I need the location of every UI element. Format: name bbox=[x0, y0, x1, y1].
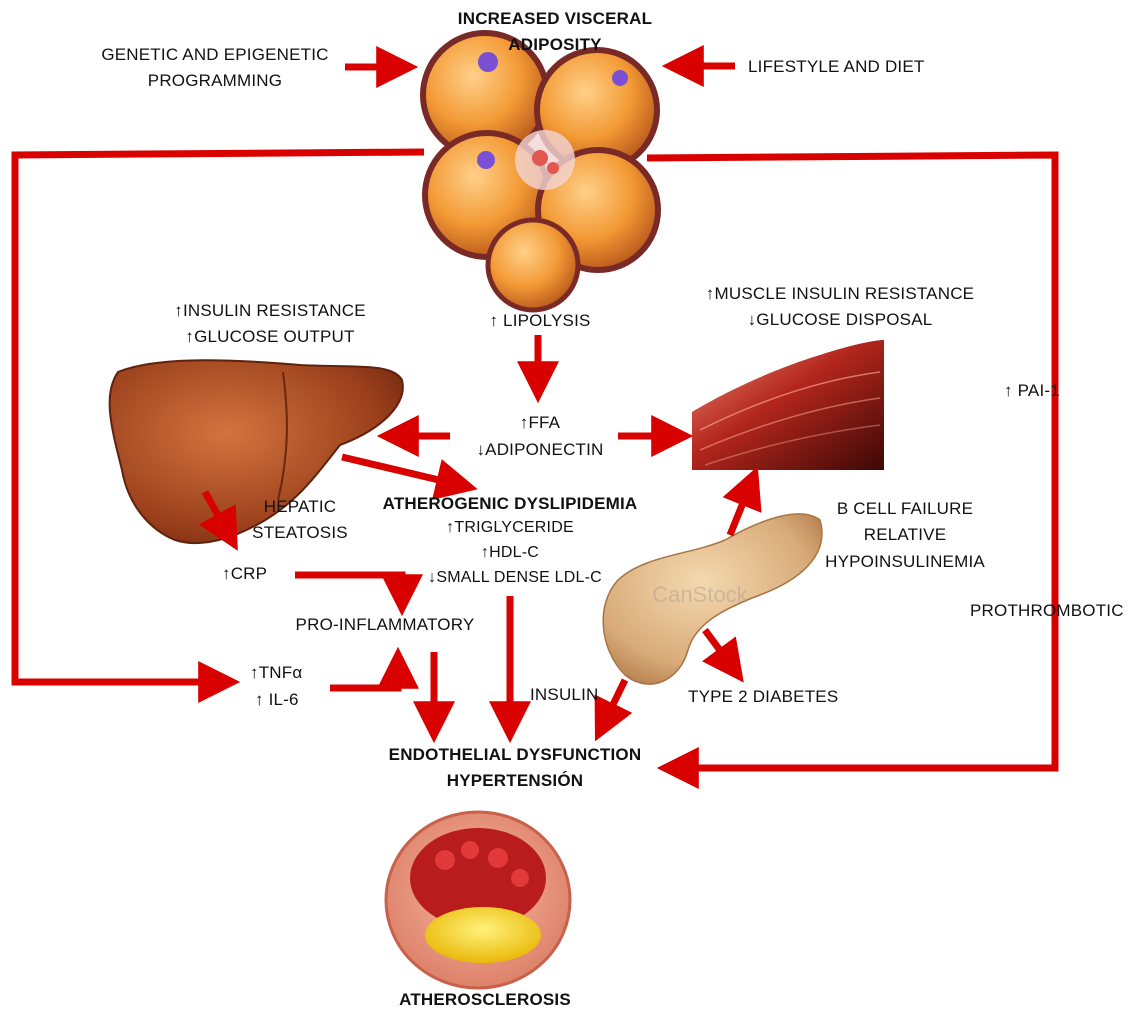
hypertension-label: HYPERTENSIÓN bbox=[365, 768, 665, 794]
proinflammatory-label: PRO-INFLAMMATORY bbox=[270, 612, 500, 638]
triglyceride-label: ↑TRIGLYCERIDE bbox=[420, 515, 600, 541]
ffa-label: ↑FFA bbox=[455, 410, 625, 436]
arrow-insulin-to-endothelial bbox=[603, 680, 625, 725]
bcell-line1: B CELL FAILURE bbox=[800, 496, 1010, 522]
genetic-line2: PROGRAMMING bbox=[80, 68, 350, 94]
title-line1: INCREASED VISCERAL bbox=[440, 6, 670, 32]
atherosclerosis-label: ATHEROSCLEROSIS bbox=[385, 987, 585, 1013]
arrow-il6-to-proinflammatory bbox=[330, 665, 398, 688]
hdl-label: ↑HDL-C bbox=[420, 540, 600, 566]
adipose-cells-illustration bbox=[423, 33, 658, 310]
il6-label: ↑ IL-6 bbox=[255, 687, 299, 713]
bcell-line2: RELATIVE bbox=[800, 522, 1010, 548]
pai1-label: ↑ PAI-1 bbox=[1004, 378, 1060, 404]
genetic-line1: GENETIC AND EPIGENETIC bbox=[80, 42, 350, 68]
lifestyle-label: LIFESTYLE AND DIET bbox=[748, 54, 924, 80]
muscle-illustration bbox=[692, 340, 884, 470]
arrow-pancreas-to-muscle bbox=[730, 483, 751, 535]
ldl-label: ↓SMALL DENSE LDL-C bbox=[400, 565, 630, 591]
muscle-insulin-resistance-label: ↑MUSCLE INSULIN RESISTANCE bbox=[680, 281, 1000, 307]
bcell-line3: HYPOINSULINEMIA bbox=[800, 549, 1010, 575]
arrow-crp-to-proinflammatory bbox=[295, 575, 402, 598]
artery-illustration bbox=[386, 812, 570, 988]
arrow-pancreas-to-diabetes bbox=[705, 630, 733, 668]
endothelial-label: ENDOTHELIAL DYSFUNCTION bbox=[365, 742, 665, 768]
steatosis-label: STEATOSIS bbox=[240, 520, 360, 546]
insulin-label: INSULIN bbox=[530, 682, 598, 708]
crp-label: ↑CRP bbox=[222, 561, 267, 587]
prothrombotic-label: PROTHROMBOTIC bbox=[970, 598, 1124, 624]
adiponectin-label: ↓ADIPONECTIN bbox=[440, 437, 640, 463]
glucose-output-label: ↑GLUCOSE OUTPUT bbox=[135, 324, 405, 350]
watermark-text: CanStock bbox=[652, 582, 748, 607]
dyslipidemia-label: ATHEROGENIC DYSLIPIDEMIA bbox=[370, 491, 650, 517]
lipolysis-label: ↑ LIPOLYSIS bbox=[455, 308, 625, 334]
insulin-resistance-label: ↑INSULIN RESISTANCE bbox=[135, 298, 405, 324]
tnf-label: ↑TNFα bbox=[250, 660, 302, 686]
type2-diabetes-label: TYPE 2 DIABETES bbox=[688, 684, 838, 710]
hepatic-label: HEPATIC bbox=[240, 494, 360, 520]
title-line2: ADIPOSITY bbox=[440, 32, 670, 58]
glucose-disposal-label: ↓GLUCOSE DISPOSAL bbox=[680, 307, 1000, 333]
